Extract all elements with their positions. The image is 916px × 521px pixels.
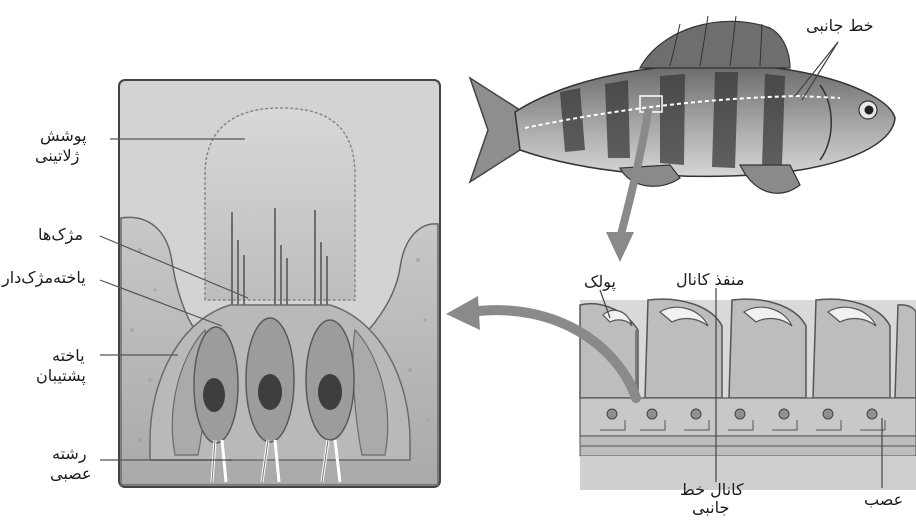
label-nerve-fiber-line2: عصبی: [50, 464, 92, 484]
label-lateral-canal-line1: کانال خط: [680, 480, 744, 500]
label-scale: پولک: [584, 272, 616, 292]
label-support-line1: یاخته: [52, 346, 85, 366]
label-lateral-canal-line2: جانبی: [692, 498, 729, 518]
label-cupula-line1: پوشش: [40, 126, 87, 146]
label-cupula-line2: ژلاتینی: [35, 146, 79, 166]
label-nerve-fiber-line1: رشته: [52, 444, 87, 464]
label-canal-opening: منفذ کانال: [676, 270, 744, 290]
label-support-line2: پشتیبان: [36, 366, 86, 386]
label-hair-cell: یاخته‌مژک‌دار: [2, 268, 86, 288]
label-cilia: مژک‌ها: [38, 225, 83, 245]
neuromast-panel: [119, 80, 440, 487]
label-nerve: عصب: [864, 490, 903, 510]
fish-illustration: [470, 16, 895, 193]
label-lateral-line: خط جانبی: [806, 16, 874, 36]
